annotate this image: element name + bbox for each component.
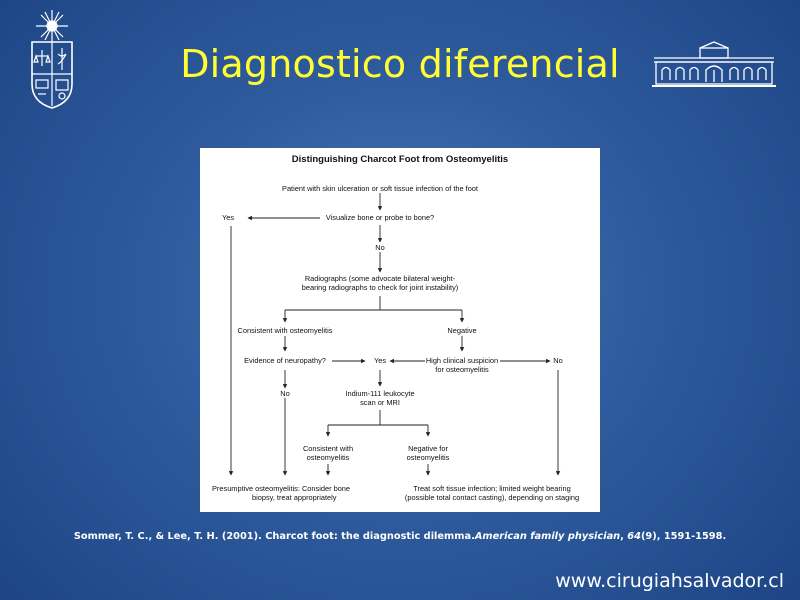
node-no-left: No <box>280 389 290 398</box>
university-crest-logo <box>24 8 80 112</box>
node-indium-scan-line1: Indium-111 leukocyte <box>345 389 415 398</box>
citation-issue-pages: (9), 1591-1598. <box>640 531 727 542</box>
citation-authors: Sommer, T. C., & Lee, T. H. (2001). Char… <box>73 531 475 542</box>
citation: Sommer, T. C., & Lee, T. H. (2001). Char… <box>0 531 800 542</box>
node-treat-line1: Treat soft tissue infection; limited wei… <box>413 484 571 493</box>
node-yes-mid: Yes <box>373 356 387 365</box>
website-url: www.cirugiahsalvador.cl <box>555 570 784 592</box>
node-high-suspicion-line2: for osteomyelitis <box>435 365 489 374</box>
citation-journal: American family physician <box>474 531 621 542</box>
flowchart-diagram: Distinguishing Charcot Foot from Osteomy… <box>200 148 600 512</box>
node-presumptive-osteomyelitis: Presumptive osteomyelitis: Consider bone… <box>212 484 351 502</box>
node-yes-top: Yes <box>222 213 235 222</box>
diagram-title: Distinguishing Charcot Foot from Osteomy… <box>291 154 509 165</box>
node-high-suspicion: High clinical suspicion for osteomyeliti… <box>425 356 499 374</box>
node-radiographs-line2: bearing radiographs to check for joint i… <box>301 283 459 292</box>
slide-title: Diagnostico diferencial <box>180 42 620 86</box>
node-consistent-2-line1: Consistent with <box>302 444 354 453</box>
flowchart-connectors <box>228 193 561 476</box>
node-negative-2-line2: osteomyelitis <box>406 453 450 462</box>
node-negative-2-line1: Negative for <box>408 444 448 453</box>
node-no-right: No <box>553 356 563 365</box>
node-consistent-2: Consistent with osteomyelitis <box>302 444 354 462</box>
node-high-suspicion-line1: High clinical suspicion <box>425 356 499 365</box>
node-no-1: No <box>375 243 385 252</box>
node-radiographs-line1: Radiographs (some advocate bilateral wei… <box>304 274 456 283</box>
node-indium-scan-line2: scan or MRI <box>360 398 400 407</box>
node-consistent-osteomyelitis: Consistent with osteomyelitis <box>237 326 333 335</box>
citation-volume: 64 <box>627 531 641 542</box>
node-consistent-2-line2: osteomyelitis <box>306 453 350 462</box>
node-presumptive-line1: Presumptive osteomyelitis: Consider bone <box>212 484 351 493</box>
node-radiographs: Radiographs (some advocate bilateral wei… <box>301 274 459 292</box>
node-start: Patient with skin ulceration or soft tis… <box>282 184 478 193</box>
node-presumptive-line2: biopsy, treat appropriately <box>252 493 337 502</box>
node-visualize-bone: Visualize bone or probe to bone? <box>325 213 435 222</box>
node-treat-soft-tissue: Treat soft tissue infection; limited wei… <box>404 484 580 502</box>
node-negative-2: Negative for osteomyelitis <box>406 444 450 462</box>
node-neuropathy: Evidence of neuropathy? <box>244 356 326 365</box>
hospital-building-logo <box>652 40 776 90</box>
node-negative: Negative <box>447 326 477 335</box>
node-treat-line2: (possible total contact casting), depend… <box>404 493 580 502</box>
node-indium-scan: Indium-111 leukocyte scan or MRI <box>345 389 415 407</box>
citation-separator: , <box>620 531 628 542</box>
